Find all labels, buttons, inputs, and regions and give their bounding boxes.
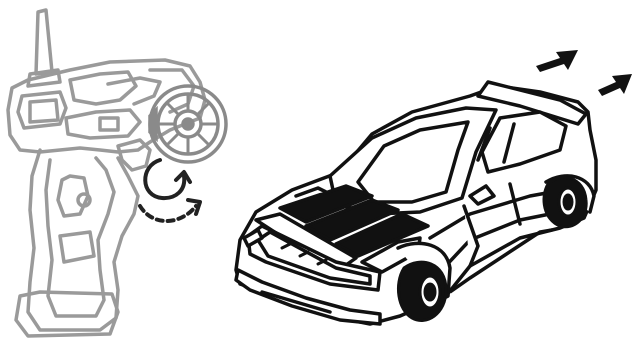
car-rear-wheel: [544, 177, 586, 226]
forward-arrow-icon: [536, 50, 578, 72]
antenna: [36, 10, 52, 74]
steering-wheel-icon: [150, 86, 226, 162]
car-front-wheel: [398, 262, 446, 320]
forward-arrow-icon: [598, 74, 632, 96]
rc-transmitter-icon: [8, 10, 205, 336]
rotate-arrows-icon: [140, 160, 200, 221]
